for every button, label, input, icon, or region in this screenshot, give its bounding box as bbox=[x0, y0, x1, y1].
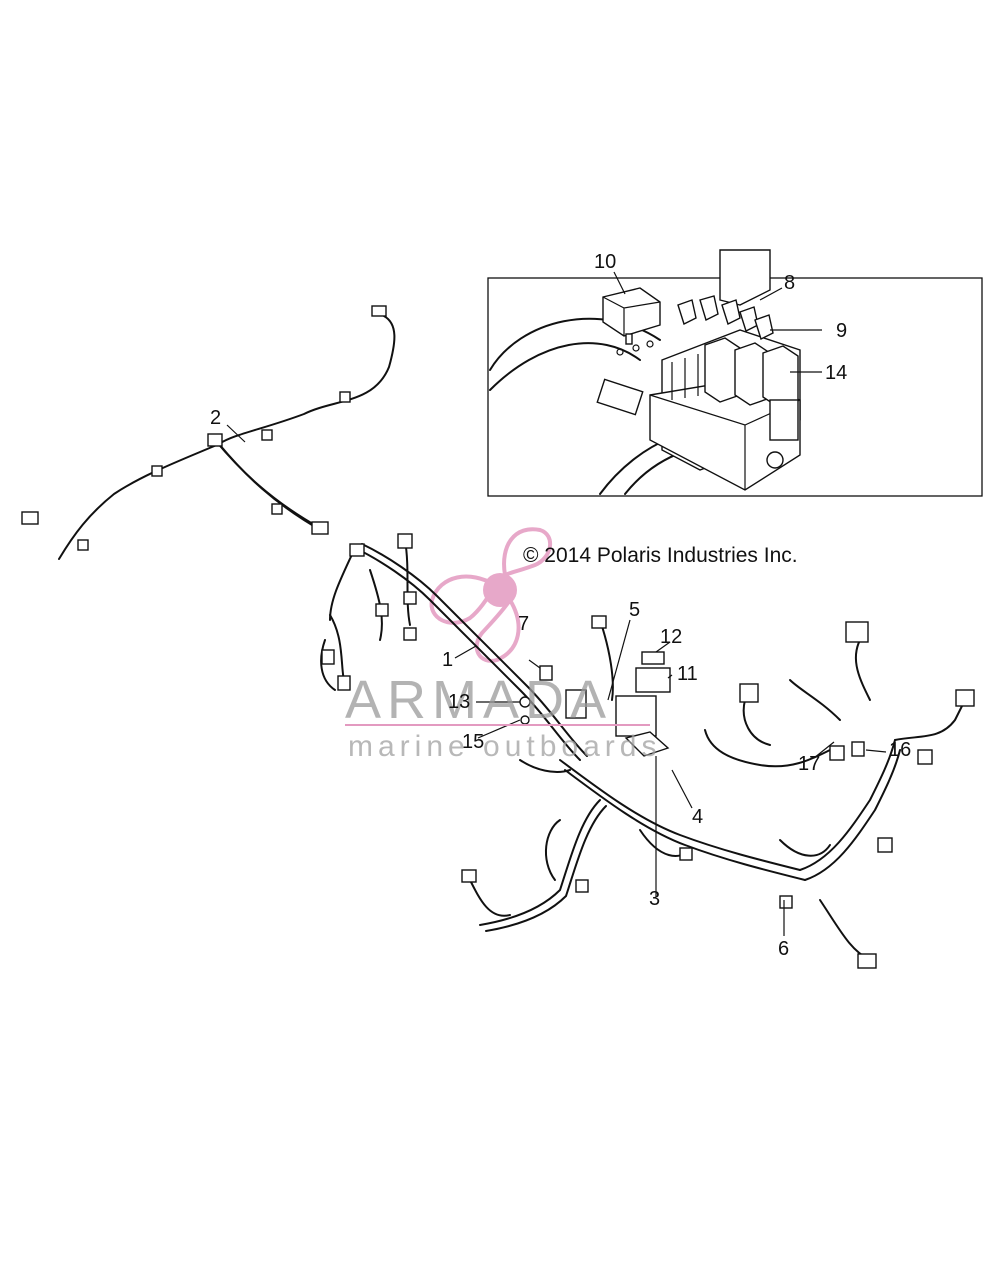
callout-12: 12 bbox=[660, 626, 682, 648]
leader-lines bbox=[226, 271, 887, 936]
callout-1: 1 bbox=[442, 649, 453, 671]
callout-16: 16 bbox=[889, 739, 911, 761]
callout-3: 3 bbox=[649, 888, 660, 910]
relay-10 bbox=[602, 287, 661, 345]
copyright-notice: © 2014 Polaris Industries Inc. bbox=[523, 544, 798, 567]
watermark-brand: ARMADA bbox=[345, 670, 612, 730]
relays-14 bbox=[704, 337, 799, 408]
callout-8: 8 bbox=[784, 272, 795, 294]
fuse-box-inset bbox=[487, 249, 983, 497]
callout-17: 17 bbox=[798, 753, 820, 775]
watermark-tagline: marine outboards bbox=[348, 730, 661, 763]
callout-9: 9 bbox=[836, 320, 847, 342]
armada-propeller-logo bbox=[429, 527, 552, 663]
callout-4: 4 bbox=[692, 806, 703, 828]
callout-11: 11 bbox=[677, 663, 698, 685]
callout-5: 5 bbox=[629, 599, 640, 621]
callout-10: 10 bbox=[594, 251, 616, 273]
callout-6: 6 bbox=[778, 938, 789, 960]
callout-13: 13 bbox=[448, 691, 470, 713]
harness-2 bbox=[21, 305, 396, 560]
fuses-9 bbox=[677, 295, 774, 340]
callout-14: 14 bbox=[825, 362, 847, 384]
callout-15: 15 bbox=[462, 731, 484, 753]
callout-7: 7 bbox=[518, 613, 529, 635]
callout-2: 2 bbox=[210, 407, 221, 429]
